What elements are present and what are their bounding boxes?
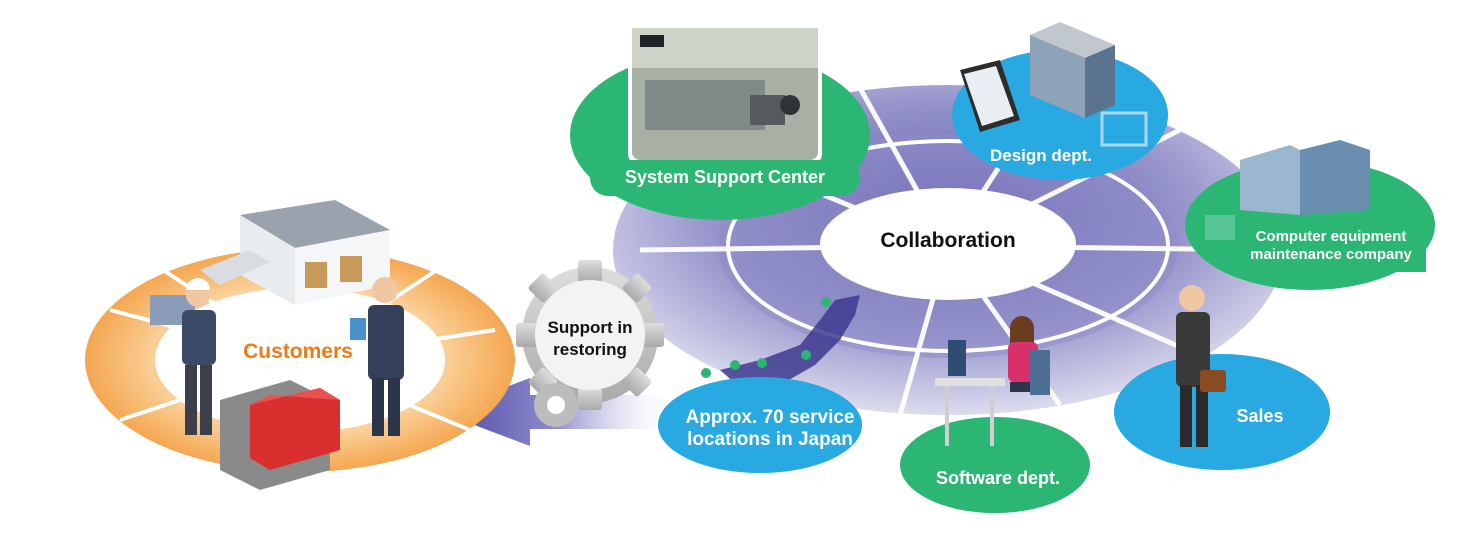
warehouse-icon [150,200,390,325]
maintenance-node [1185,140,1435,290]
software-node [900,316,1090,513]
worker-icon [182,278,340,490]
customers-label: Customers [243,340,353,363]
gear-icon [516,260,664,427]
design-label: Design dept. [989,146,1092,165]
system-support-node [570,24,870,220]
gear-label-line2: restoring [553,340,627,359]
software-label: Software dept. [935,468,1060,488]
customer-businessman-icon [350,277,404,436]
maintenance-label-line1: Computer equipment [1255,228,1407,245]
design-node [952,22,1168,180]
service-label-line2: locations in Japan [687,429,853,450]
system-support-label: System Support Center [624,167,826,187]
service-locations-node [658,297,862,473]
sales-node [1114,285,1330,470]
service-label-line1: Approx. 70 service [685,407,855,428]
collaboration-center [820,188,1076,300]
maintenance-label-line2: maintenance company [1250,246,1412,263]
sales-label: Sales [1236,406,1284,426]
collaboration-label: Collaboration [880,229,1016,252]
gear-label-line1: Support in [547,318,633,337]
